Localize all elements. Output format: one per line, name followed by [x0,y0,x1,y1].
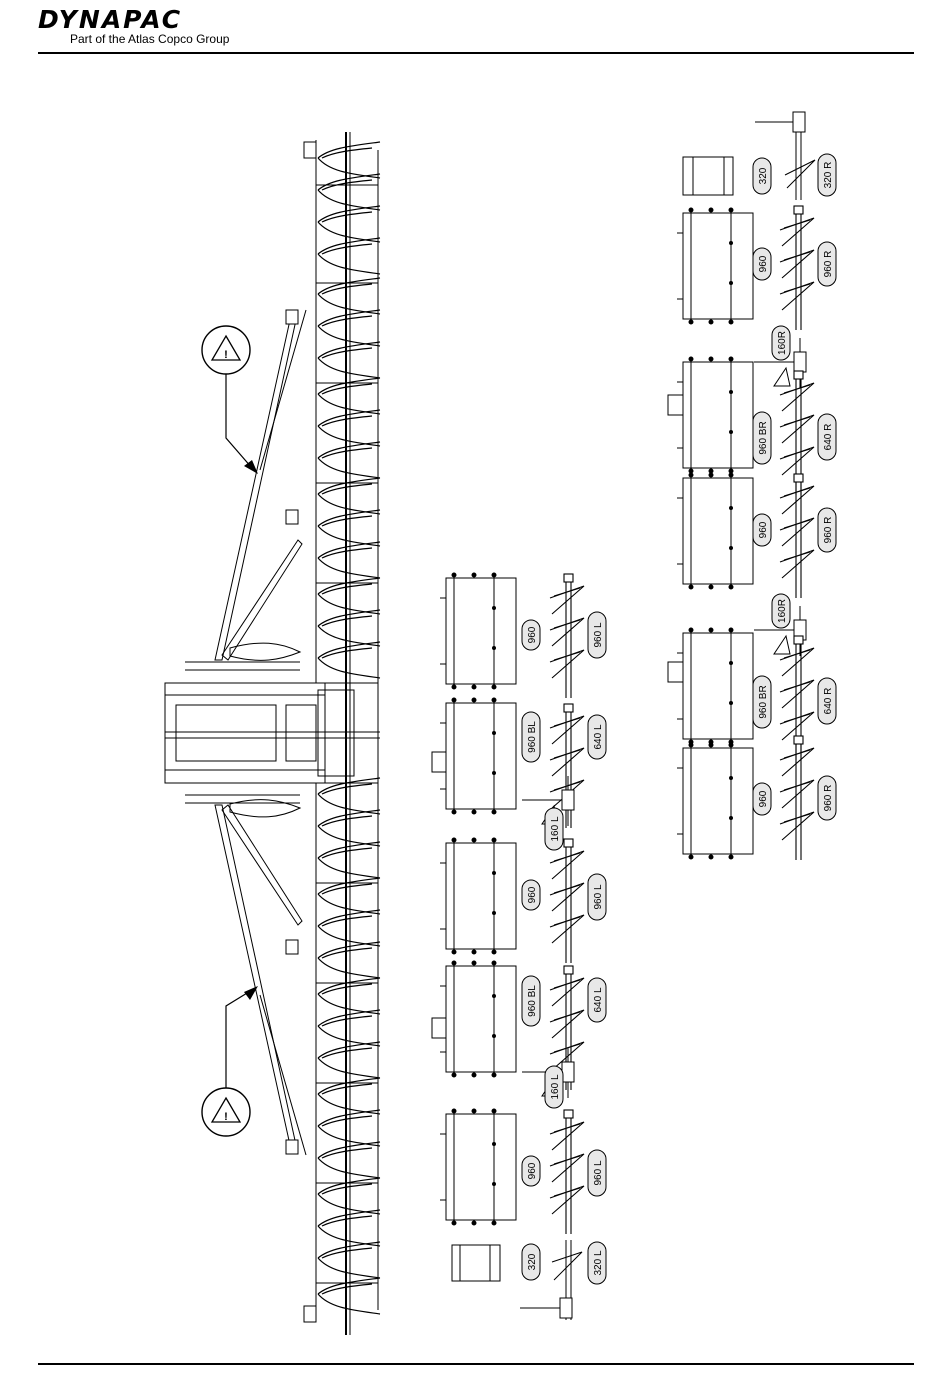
module-label: 960 [758,790,769,807]
bearing-label: 160R [777,331,788,355]
module-label: 960 [527,626,538,643]
auger-label: 960 R [823,785,834,812]
auger-label: 640 L [593,987,604,1012]
module-label: 960 BR [758,421,769,454]
warning-icon: ! [224,349,228,361]
left-module-1: 960 960 L [440,573,606,698]
left-module-4: 960 BL 640 L 160 L [432,961,606,1108]
left-module-3: 960 960 L [440,838,606,963]
right-module-5: 960 BR 640 R [668,628,836,760]
right-module-6: 960 960 R [677,736,836,860]
warning-icon: ! [224,1111,228,1123]
module-label: 960 BR [758,685,769,718]
bearing-label: 160 L [550,816,561,841]
auger-label: 640 R [823,424,834,451]
left-module-5: 960 960 L [440,1109,606,1234]
bearing-label: 160R [777,599,788,623]
module-label: 960 [527,886,538,903]
main-auger-assembly [165,132,380,1335]
right-module-2: 960 960 R 160R [677,206,836,388]
warning-symbol-bottom: ! [202,986,258,1136]
left-module-2: 960 BL 640 L 160 L [432,698,606,850]
auger-label: 320 L [593,1250,604,1275]
auger-label: 960 R [823,251,834,278]
module-label: 960 [527,1162,538,1179]
module-label: 320 [758,167,769,184]
auger-label: 640 L [593,724,604,749]
auger-label: 320 R [823,162,834,189]
warning-symbol-top: ! [202,326,258,474]
auger-label: 640 R [823,688,834,715]
module-label: 960 BL [527,721,538,753]
auger-label: 960 L [593,1160,604,1185]
module-label: 960 [758,255,769,272]
auger-label: 960 L [593,622,604,647]
module-label: 320 [527,1253,538,1270]
module-label: 960 [758,521,769,538]
bearing-label: 160 L [550,1074,561,1099]
right-module-1: 320 320 R [683,112,836,200]
module-label: 960 BL [527,985,538,1017]
auger-label: 960 L [593,884,604,909]
left-module-6: 320 320 L [452,1240,606,1320]
right-module-4: 960 960 R 160R [677,473,836,656]
auger-label: 960 R [823,517,834,544]
